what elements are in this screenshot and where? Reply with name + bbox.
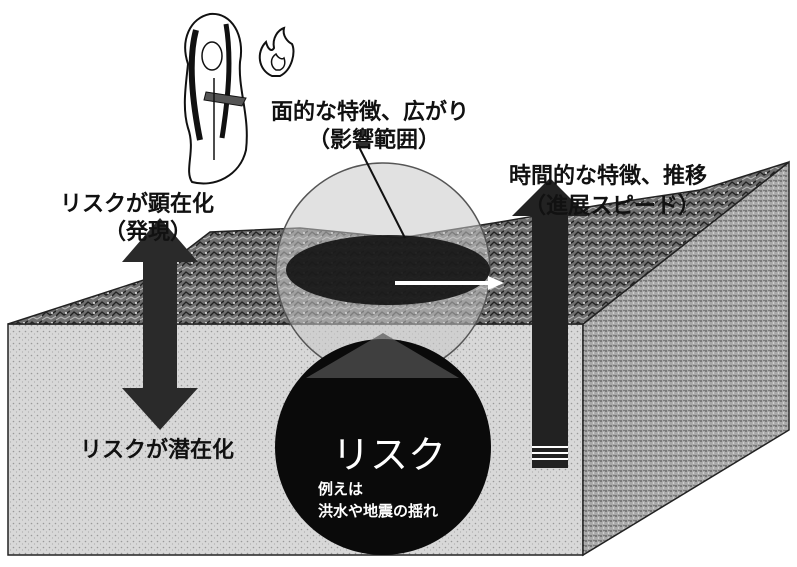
risk-cone bbox=[306, 333, 459, 378]
fire-icon bbox=[258, 26, 295, 77]
risk-manifest-title: リスクが顕在化 bbox=[60, 192, 215, 217]
risk-core-ball bbox=[275, 339, 491, 555]
spread-arrowhead bbox=[488, 276, 504, 290]
label-leader-line bbox=[357, 144, 406, 239]
temporal-feature-sub: （進展スピード） bbox=[524, 194, 701, 219]
risk-example-line2: 洪水や地震の揺れ bbox=[318, 502, 439, 520]
risk-manifest-sub: （発現） bbox=[104, 220, 193, 245]
temporal-arrow-stripe-2 bbox=[532, 452, 568, 454]
areal-feature-title: 面的な特徴、広がり bbox=[271, 100, 470, 125]
ghost-figure-icon bbox=[183, 12, 248, 185]
temporal-arrow-stripe-1 bbox=[532, 446, 568, 448]
areal-feature-sub: （影響範囲） bbox=[308, 128, 441, 153]
risk-latent-label: リスクが潜在化 bbox=[80, 438, 235, 463]
temporal-arrow-stripe-3 bbox=[532, 458, 568, 460]
spread-ellipse bbox=[286, 235, 490, 305]
temporal-feature-title: 時間的な特徴、推移 bbox=[509, 164, 708, 189]
risk-example-line1: 例えは bbox=[318, 480, 364, 498]
manifest-latent-arrow bbox=[122, 218, 198, 430]
risk-core-title: リスク bbox=[332, 433, 447, 477]
temporal-arrow bbox=[512, 178, 588, 468]
